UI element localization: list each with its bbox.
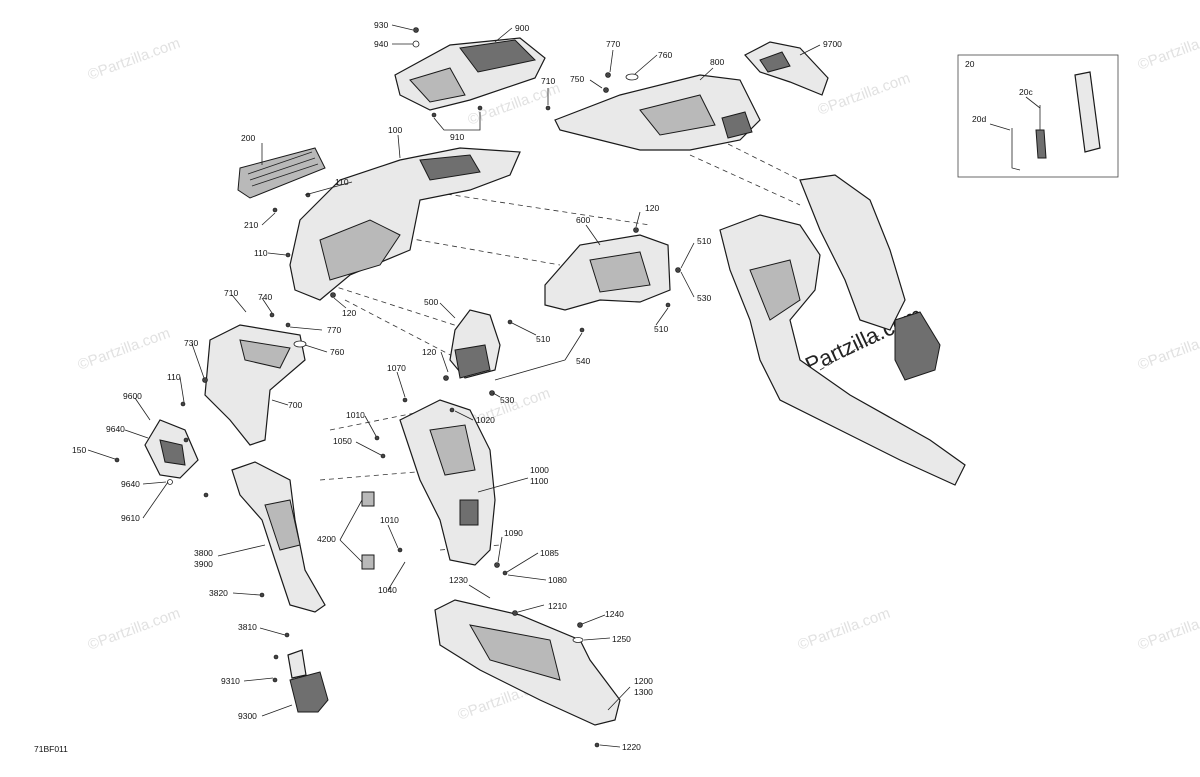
callout-1200: 1200 (634, 676, 653, 686)
callout-740: 740 (258, 292, 272, 302)
callout-600: 600 (576, 215, 590, 225)
part-9300-bracket (287, 649, 329, 713)
kit-label-20d: 20d (972, 114, 986, 124)
watermark: ©Partzilla.com (76, 325, 173, 374)
callout-710: 710 (541, 76, 555, 86)
callout-210: 210 (244, 220, 258, 230)
callout-3800: 3800 (194, 548, 213, 558)
callout-1100: 1100 (530, 476, 549, 486)
part-500-bracket (449, 309, 501, 379)
callout-1080: 1080 (548, 575, 567, 585)
callout-9300: 9300 (238, 711, 257, 721)
callout-9700: 9700 (823, 39, 842, 49)
watermark: ©Partzilla.com (1136, 325, 1200, 374)
watermark: ©Partzilla.com (796, 605, 893, 654)
callout-1250: 1250 (612, 634, 631, 644)
leader-lines (87, 24, 1041, 748)
callout-1300: 1300 (634, 687, 653, 697)
callout-1230: 1230 (449, 575, 468, 585)
callout-1020: 1020 (476, 415, 495, 425)
callout-9640: 9640 (106, 424, 125, 434)
part-1000-center-pillar (399, 399, 496, 566)
callout-760: 760 (658, 50, 672, 60)
callout-1085: 1085 (540, 548, 559, 558)
watermark: ©Partzilla.com (1136, 605, 1200, 654)
callout-910: 910 (450, 132, 464, 142)
callout-1040: 1040 (378, 585, 397, 595)
callout-700: 700 (288, 400, 302, 410)
callout-1050: 1050 (333, 436, 352, 446)
part-100-dashboard (289, 147, 521, 301)
kit-20-box (957, 54, 1119, 178)
callout-930: 930 (374, 20, 388, 30)
callout-760: 760 (330, 347, 344, 357)
callout-3810: 3810 (238, 622, 257, 632)
callout-1240: 1240 (605, 609, 624, 619)
callout-770: 770 (606, 39, 620, 49)
callout-3820: 3820 (209, 588, 228, 598)
part-200-grille (237, 147, 326, 199)
part-9600-bracket (144, 419, 199, 479)
callout-3900: 3900 (194, 559, 213, 569)
callout-1210: 1210 (548, 601, 567, 611)
callout-710: 710 (224, 288, 238, 298)
callout-4200: 4200 (317, 534, 336, 544)
callout-1000: 1000 (530, 465, 549, 475)
callout-100: 100 (388, 125, 402, 135)
diagram-code: 71BF011 (34, 744, 68, 754)
callout-1010: 1010 (380, 515, 399, 525)
callout-940: 940 (374, 39, 388, 49)
kit-label-20c: 20c (1019, 87, 1033, 97)
callout-800: 800 (710, 57, 724, 67)
part-800-hood-panel (554, 74, 761, 151)
callout-750: 750 (570, 74, 584, 84)
part-700-side-panel (204, 324, 306, 446)
part-1200-rocker-panel (434, 599, 621, 726)
callout-120: 120 (422, 347, 436, 357)
callout-120: 120 (342, 308, 356, 318)
callout-510: 510 (536, 334, 550, 344)
callout-530: 530 (697, 293, 711, 303)
callout-510: 510 (697, 236, 711, 246)
callout-730: 730 (184, 338, 198, 348)
callout-540: 540 (576, 356, 590, 366)
fasteners (114, 27, 681, 748)
callout-530: 530 (500, 395, 514, 405)
callout-200: 200 (241, 133, 255, 143)
callout-9310: 9310 (221, 676, 240, 686)
watermark: ©Partzilla.com (1136, 25, 1200, 74)
callout-110: 110 (254, 248, 268, 258)
part-9700-bracket (744, 41, 829, 96)
callout-500: 500 (424, 297, 438, 307)
callout-110: 110 (167, 372, 181, 382)
callout-770: 770 (327, 325, 341, 335)
callout-labels: 930 940 900 770 760 750 710 800 9700 910… (34, 20, 1033, 754)
watermark: ©Partzilla.com (86, 35, 183, 84)
callout-1090: 1090 (504, 528, 523, 538)
callout-150: 150 (72, 445, 86, 455)
watermark: ©Partzilla.com (86, 605, 183, 654)
part-side-panel-right (719, 174, 966, 486)
part-600-storage-tray (544, 234, 671, 311)
callout-1220: 1220 (622, 742, 641, 752)
callout-9610: 9610 (121, 513, 140, 523)
kit-label-20: 20 (965, 59, 975, 69)
part-4200-clips (361, 491, 375, 570)
part-900-upper-console (394, 37, 546, 111)
callout-510: 510 (654, 324, 668, 334)
watermark: ©Partzilla.com (816, 70, 913, 119)
callout-900: 900 (515, 23, 529, 33)
callout-110: 110 (335, 177, 349, 187)
callout-9600: 9600 (123, 391, 142, 401)
callout-1010: 1010 (346, 410, 365, 420)
callout-1070: 1070 (387, 363, 406, 373)
callout-9640: 9640 (121, 479, 140, 489)
callout-120: 120 (645, 203, 659, 213)
part-3800-left-pillar (231, 461, 326, 613)
